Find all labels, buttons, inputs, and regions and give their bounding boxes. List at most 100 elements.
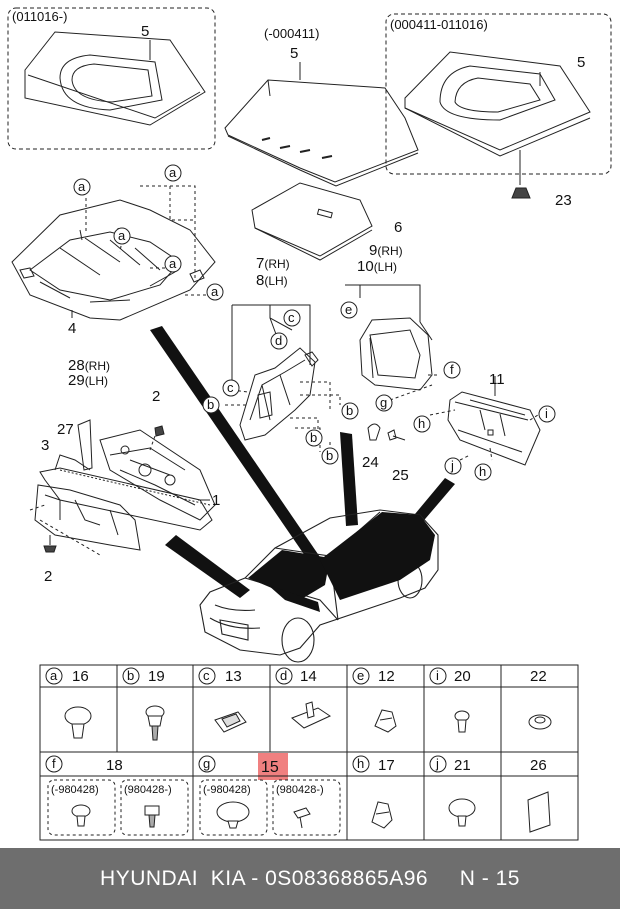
part-2-top: 2 bbox=[152, 388, 160, 405]
svg-text:a: a bbox=[169, 165, 177, 180]
part-5-mid: 5 bbox=[290, 45, 298, 62]
label-box-right: (000411-011016) bbox=[390, 17, 488, 32]
callout-h: h bbox=[474, 463, 492, 481]
svg-text:g: g bbox=[203, 756, 210, 771]
svg-text:e: e bbox=[345, 302, 352, 317]
label-box-mid: (-000411) bbox=[264, 26, 319, 41]
part-9: 9(RH) bbox=[369, 242, 403, 259]
part-10: 10(LH) bbox=[357, 258, 397, 275]
footer-code: 0S08368865A96 bbox=[265, 866, 429, 890]
svg-text:22: 22 bbox=[530, 668, 547, 685]
clip-15b-icon bbox=[293, 807, 311, 829]
part-28: 28(RH) bbox=[68, 357, 110, 374]
callout-a: a bbox=[73, 178, 91, 196]
svg-text:e: e bbox=[357, 668, 364, 683]
svg-text:13: 13 bbox=[225, 668, 242, 685]
callout-h: h bbox=[413, 415, 431, 433]
clip-18a-icon bbox=[71, 804, 91, 827]
clip-13-icon bbox=[214, 711, 247, 733]
clip-14-icon bbox=[291, 701, 332, 729]
part-5-left: 5 bbox=[141, 23, 149, 40]
part-27: 27 bbox=[57, 421, 74, 438]
part-25: 25 bbox=[392, 467, 409, 484]
svg-text:b: b bbox=[127, 668, 134, 683]
part-23: 23 bbox=[555, 192, 572, 209]
svg-text:a: a bbox=[169, 256, 177, 271]
callout-c: c bbox=[222, 379, 240, 397]
clip-12-icon bbox=[374, 709, 397, 733]
clip-16-icon bbox=[64, 706, 92, 739]
callout-b: b bbox=[202, 396, 220, 414]
svg-text:b: b bbox=[346, 403, 353, 418]
svg-text:h: h bbox=[479, 464, 486, 479]
part-7: 7(RH) bbox=[256, 255, 290, 272]
svg-text:f: f bbox=[450, 362, 454, 377]
part-11: 11 bbox=[489, 371, 505, 388]
sub-g-after: (980428-) bbox=[276, 784, 324, 796]
clip-22-icon bbox=[528, 714, 552, 730]
svg-text:a: a bbox=[118, 228, 126, 243]
callout-j: j bbox=[444, 457, 462, 475]
letter-callouts: a a a a a c d c b b b b e f g h i j h bbox=[73, 164, 556, 481]
part-8: 8(LH) bbox=[256, 272, 288, 289]
svg-text:26: 26 bbox=[530, 757, 547, 774]
callout-d: d bbox=[270, 332, 288, 350]
sub-f-before: (-980428) bbox=[51, 784, 99, 796]
callout-a: a bbox=[206, 283, 224, 301]
svg-text:h: h bbox=[418, 416, 425, 431]
cell-22: 22 bbox=[530, 668, 547, 685]
svg-text:c: c bbox=[288, 310, 295, 325]
callout-b: b bbox=[321, 447, 339, 465]
callout-c: c bbox=[283, 309, 301, 327]
exploded-parts-diagram: (011016-) (-000411) (000411-011016) 5 5 … bbox=[7, 7, 612, 841]
cell-h-17: h 17 bbox=[352, 755, 395, 774]
svg-text:c: c bbox=[227, 380, 234, 395]
part-6: 6 bbox=[394, 219, 402, 236]
cell-c-13: c 13 bbox=[198, 667, 242, 685]
svg-text:a: a bbox=[211, 284, 219, 299]
car-highlight-area bbox=[248, 512, 435, 612]
part-1: 1 bbox=[212, 492, 220, 509]
svg-text:g: g bbox=[380, 395, 387, 410]
svg-text:d: d bbox=[280, 668, 287, 683]
svg-text:i: i bbox=[545, 406, 548, 421]
part-5-right: 5 bbox=[577, 54, 585, 71]
svg-text:j: j bbox=[435, 756, 439, 771]
cell-g-15: g 15 bbox=[198, 755, 279, 776]
svg-text:a: a bbox=[78, 179, 86, 194]
callout-g: g bbox=[375, 394, 393, 412]
svg-text:b: b bbox=[326, 448, 333, 463]
svg-text:19: 19 bbox=[148, 668, 165, 685]
svg-text:18: 18 bbox=[106, 757, 123, 774]
footer-brand: HYUNDAI KIA - bbox=[100, 866, 266, 890]
svg-text:b: b bbox=[207, 397, 214, 412]
svg-text:17: 17 bbox=[378, 757, 395, 774]
svg-text:20: 20 bbox=[454, 668, 471, 685]
callout-b: b bbox=[341, 402, 359, 420]
cell-j-21: j 21 bbox=[429, 755, 471, 774]
footer-bar: HYUNDAI KIA - 0S08368865A96 N - 15 bbox=[0, 848, 620, 909]
callout-a: a bbox=[113, 227, 131, 245]
callout-e: e bbox=[340, 301, 358, 319]
svg-text:h: h bbox=[357, 756, 364, 771]
svg-text:i: i bbox=[436, 668, 439, 683]
svg-text:21: 21 bbox=[454, 757, 471, 774]
cell-26: 26 bbox=[530, 757, 547, 774]
clip-17-icon bbox=[371, 801, 393, 829]
svg-text:c: c bbox=[203, 668, 210, 683]
clip-21-icon bbox=[448, 798, 476, 827]
clip-19-icon bbox=[145, 705, 165, 741]
cell-i-20: i 20 bbox=[429, 667, 471, 685]
variant-box-right bbox=[385, 13, 612, 175]
svg-text:12: 12 bbox=[378, 668, 395, 685]
clip-18b-icon bbox=[144, 805, 160, 828]
svg-text:16: 16 bbox=[72, 668, 89, 685]
svg-text:b: b bbox=[310, 430, 317, 445]
label-box-left: (011016-) bbox=[12, 9, 67, 24]
part-24: 24 bbox=[362, 454, 379, 471]
svg-text:15: 15 bbox=[261, 759, 279, 776]
sub-g-before: (-980428) bbox=[203, 784, 251, 796]
